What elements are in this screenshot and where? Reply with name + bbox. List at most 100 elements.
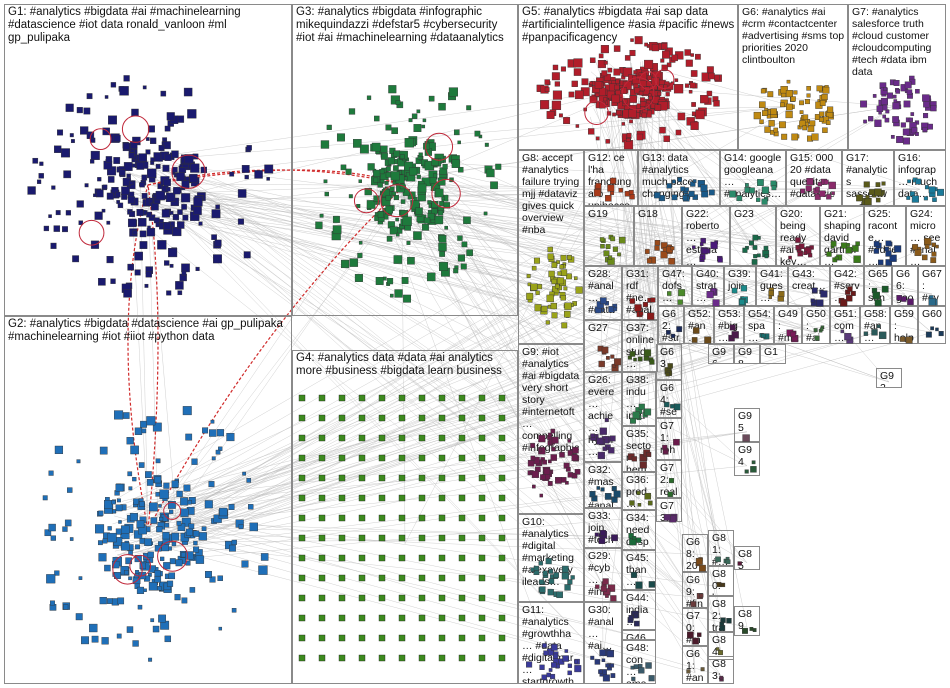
vertex [399, 475, 405, 481]
node-cluster-g38 [630, 404, 651, 424]
vertex [526, 293, 533, 300]
vertex [399, 635, 405, 641]
vertex [169, 573, 175, 579]
vertex [786, 90, 793, 97]
vertex [564, 311, 570, 317]
vertex [333, 226, 341, 234]
vertex [165, 154, 172, 161]
vertex [823, 87, 829, 93]
vertex [459, 455, 465, 461]
vertex [96, 190, 103, 197]
vertex [144, 539, 151, 546]
vertex [907, 180, 910, 183]
vertex [215, 240, 222, 247]
vertex [574, 69, 581, 76]
vertex [743, 435, 750, 442]
node-cluster-g1 [28, 75, 273, 297]
vertex [439, 455, 445, 461]
vertex [212, 457, 215, 460]
vertex [760, 120, 764, 124]
vertex [459, 635, 465, 641]
vertex [146, 137, 149, 140]
vertex [232, 540, 237, 545]
vertex [396, 218, 399, 221]
vertex [192, 459, 198, 465]
vertex [752, 461, 755, 464]
vertex [877, 106, 883, 112]
vertex [546, 558, 552, 564]
vertex [419, 655, 425, 661]
vertex [689, 90, 692, 93]
vertex [39, 173, 44, 178]
vertex [769, 120, 775, 126]
node-cluster-g80 [717, 582, 725, 586]
vertex [172, 151, 179, 158]
vertex [160, 557, 164, 561]
vertex [205, 571, 212, 578]
vertex [915, 249, 921, 255]
vertex [350, 259, 358, 267]
vertex [548, 254, 554, 260]
vertex [548, 589, 554, 595]
vertex [120, 86, 129, 95]
vertex [402, 277, 408, 283]
vertex [552, 72, 560, 80]
vertex [399, 455, 405, 461]
vertex [119, 170, 125, 176]
vertex [339, 615, 345, 621]
node-cluster-g48 [631, 663, 655, 682]
vertex [392, 128, 398, 134]
vertex [546, 321, 550, 325]
vertex [923, 127, 928, 132]
node-cluster-g73 [664, 514, 677, 522]
vertex [616, 110, 621, 115]
vertex [800, 110, 803, 113]
vertex [319, 655, 325, 661]
vertex [757, 179, 763, 185]
vertex [128, 472, 132, 476]
vertex [795, 237, 800, 242]
vertex [547, 295, 554, 302]
vertex [787, 80, 790, 83]
vertex [606, 356, 609, 359]
vertex [881, 98, 888, 105]
vertex [50, 601, 54, 605]
vertex [568, 671, 572, 675]
vertex [752, 259, 757, 264]
vertex [128, 577, 131, 580]
vertex [551, 303, 557, 309]
vertex [54, 146, 61, 153]
vertex [393, 165, 398, 170]
vertex [390, 187, 395, 192]
vertex [814, 328, 818, 332]
vertex [672, 195, 677, 200]
vertex [860, 101, 866, 107]
vertex [600, 237, 604, 241]
vertex [893, 102, 900, 109]
vertex [359, 475, 365, 481]
vertex [419, 475, 425, 481]
vertex [661, 59, 665, 63]
vertex [891, 135, 894, 138]
vertex [925, 185, 929, 189]
vertex [77, 107, 83, 113]
vertex [479, 575, 485, 581]
vertex [143, 86, 146, 89]
vertex [614, 491, 621, 498]
vertex [164, 179, 171, 186]
vertex [373, 170, 380, 177]
vertex [549, 668, 552, 671]
vertex [530, 443, 534, 447]
vertex [820, 191, 826, 197]
vertex [43, 496, 47, 500]
vertex [610, 178, 616, 184]
node-cluster-g4 [299, 395, 505, 661]
vertex [629, 615, 634, 620]
vertex [213, 255, 221, 263]
node-cluster-g32 [590, 486, 621, 502]
vertex [116, 484, 123, 491]
vertex [569, 92, 574, 97]
vertex [132, 477, 136, 481]
vertex [66, 104, 74, 112]
vertex [255, 170, 263, 178]
